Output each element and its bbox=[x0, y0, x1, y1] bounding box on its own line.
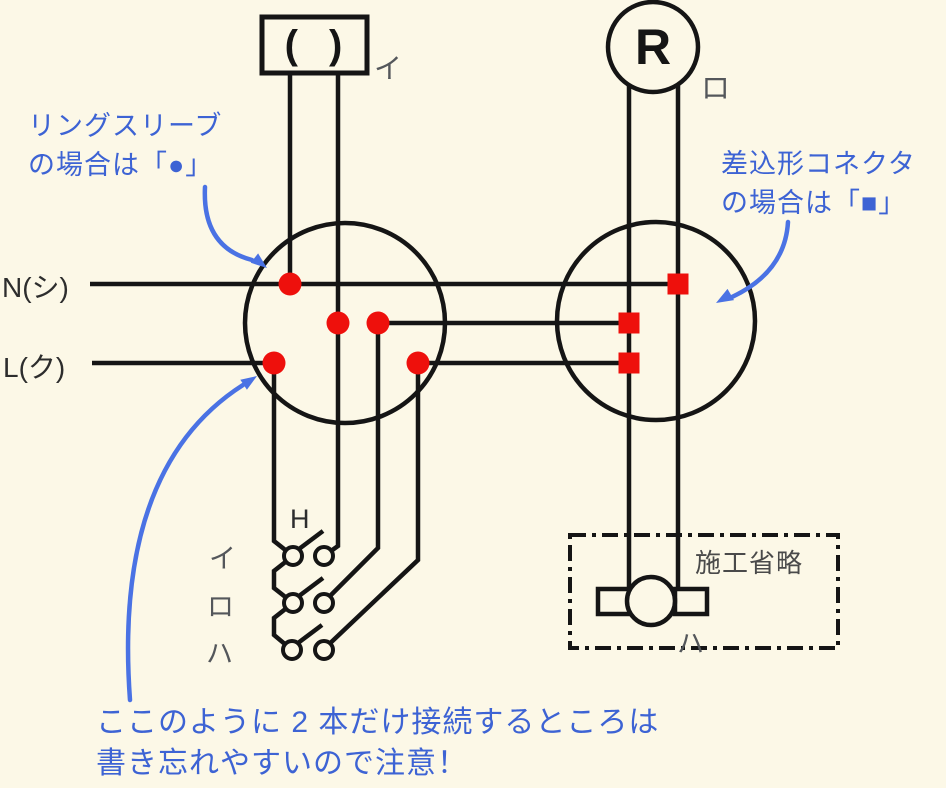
omitted-circuit-label: ハ bbox=[677, 629, 704, 659]
switch-ha-left-contact bbox=[281, 639, 303, 661]
switch-label-ha: ハ bbox=[206, 639, 233, 669]
omitted-work-box bbox=[568, 533, 840, 650]
caution-arrow bbox=[125, 382, 246, 703]
switch-i-lever bbox=[297, 529, 325, 551]
connector-markers bbox=[618, 273, 689, 374]
switch-label-ro: ロ bbox=[207, 592, 234, 622]
caution-arrowhead bbox=[240, 376, 257, 390]
ring-sleeve-markers bbox=[262, 272, 430, 375]
ring-sleeve-note: リングスリーブ の場合は「●」 bbox=[28, 107, 222, 185]
lamp-r-symbol bbox=[605, 0, 701, 95]
ring-sleeve-arrow bbox=[202, 184, 255, 263]
ring-sleeve-dot-3 bbox=[366, 311, 390, 335]
ring-sleeve-note-line2: の場合は「●」 bbox=[28, 150, 214, 180]
annotation-arrows bbox=[125, 184, 791, 703]
switch-common-wire bbox=[271, 363, 297, 652]
switch-ro-left-contact bbox=[282, 592, 304, 614]
neutral-label: N(シ) bbox=[2, 272, 69, 303]
live-label: L(ク) bbox=[3, 352, 66, 383]
device-symbols bbox=[259, 0, 840, 650]
connector-note: 差込形コネクタ の場合は「■」 bbox=[721, 145, 916, 223]
switch-i-left-contact bbox=[282, 545, 304, 567]
rosette-circuit-label: イ bbox=[374, 53, 403, 84]
switch-ha-return-wire bbox=[322, 363, 421, 651]
connector-square-3 bbox=[618, 352, 640, 374]
connector-square-2 bbox=[618, 312, 640, 334]
connector-square-1 bbox=[667, 273, 689, 295]
ceiling-rosette-text: ( ) bbox=[284, 22, 353, 67]
connector-arrowhead bbox=[716, 288, 734, 303]
connector-arrow bbox=[729, 219, 791, 300]
switch-ro-lever bbox=[297, 576, 325, 598]
lamp-r-text: R bbox=[634, 19, 672, 75]
connector-note-line1: 差込形コネクタ bbox=[721, 149, 916, 179]
ring-sleeve-dot-4 bbox=[262, 351, 286, 375]
omitted-lamp-circle bbox=[624, 574, 678, 628]
lamp-r-circuit-label: ロ bbox=[701, 73, 731, 105]
ring-sleeve-dot-1 bbox=[278, 272, 302, 296]
caution-note-line2: 書き忘れやすいので注意！ bbox=[96, 747, 468, 780]
ring-sleeve-note-line1: リングスリーブ bbox=[28, 111, 223, 141]
omitted-work-label: 施工省略 bbox=[695, 548, 804, 578]
switch-h-mark: H bbox=[290, 504, 310, 534]
caution-note: ここのように 2 本だけ接続するところは 書き忘れやすいので注意！ bbox=[96, 702, 659, 784]
switch-i-right-contact bbox=[313, 545, 335, 567]
omitted-lamp-right-bar bbox=[672, 586, 710, 617]
switches-group bbox=[281, 529, 335, 661]
switch-ha-lever bbox=[296, 623, 324, 645]
ring-sleeve-dot-2 bbox=[326, 311, 350, 335]
switch-ro-right-contact bbox=[313, 592, 335, 614]
ring-sleeve-arrowhead bbox=[250, 253, 267, 268]
ceiling-rosette-symbol bbox=[259, 14, 370, 76]
caution-note-line1: ここのように 2 本だけ接続するところは bbox=[96, 706, 660, 739]
ring-sleeve-dot-5 bbox=[406, 351, 430, 375]
connector-note-line2: の場合は「■」 bbox=[721, 188, 907, 218]
switch-label-i: イ bbox=[209, 544, 236, 574]
switch-ha-right-contact bbox=[313, 639, 335, 661]
switch-ro-return-wire bbox=[322, 323, 381, 604]
